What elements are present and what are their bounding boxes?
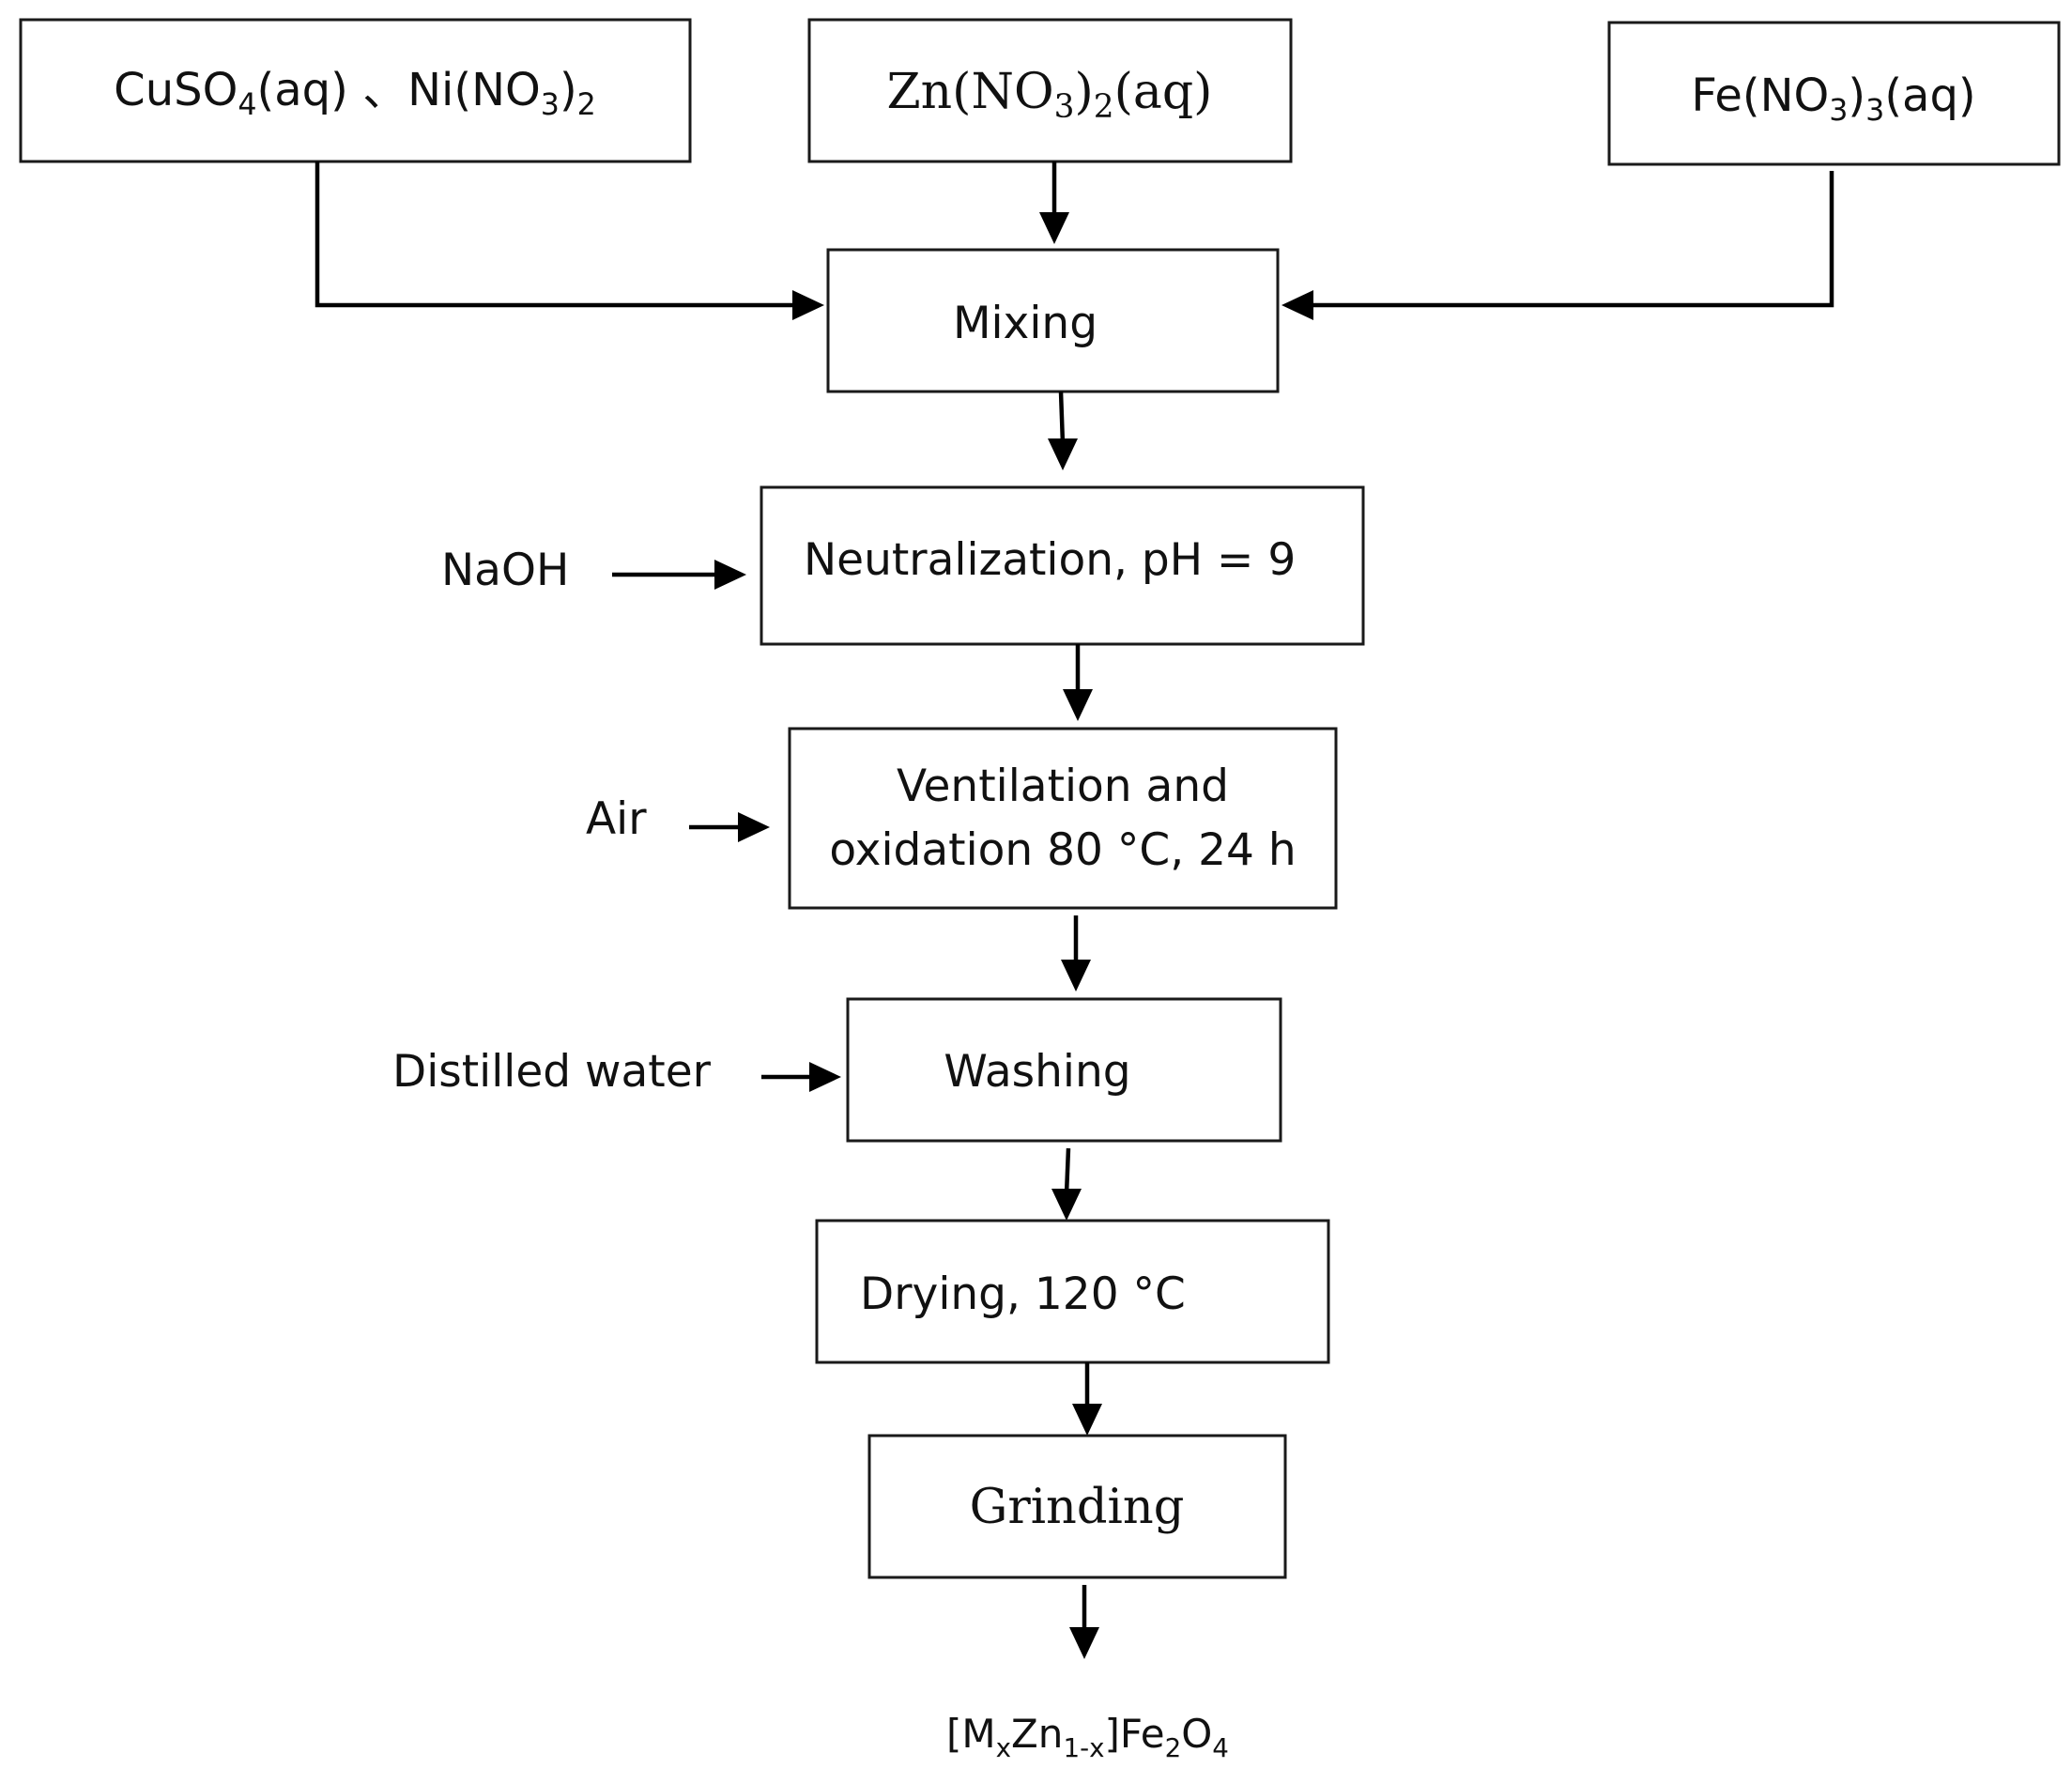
input-fe-nitrate-label: Fe(NO3)3(aq): [1691, 69, 1975, 128]
connector-neutralization-to-ventilation: [1063, 644, 1093, 721]
input-zn-nitrate-node: Zn(NO3)2(aq): [807, 18, 1293, 163]
side-input-distilled-water: Distilled water: [392, 1046, 841, 1098]
connector-zn-to-mixing: [1039, 161, 1069, 244]
step-grinding-label: Grinding: [970, 1480, 1185, 1535]
step-drying-node: Drying, 120 °C: [815, 1219, 1330, 1364]
side-input-naoh-label: NaOH: [441, 545, 569, 596]
side-input-naoh: NaOH: [441, 545, 746, 596]
step-mixing-node: Mixing: [826, 248, 1280, 393]
input-cuso4-nino3-node: CuSO4(aq) 、Ni(NO3)2: [19, 18, 692, 163]
step-washing-node: Washing: [846, 997, 1282, 1143]
connector-cuso4-to-mixing: [315, 161, 824, 320]
connector-fe-to-mixing: [1282, 171, 1834, 320]
step-grinding-node: Grinding: [867, 1434, 1287, 1579]
input-cuso4-nino3-label: CuSO4(aq) 、Ni(NO3)2: [114, 64, 596, 122]
step-washing-label: Washing: [944, 1046, 1130, 1098]
step-neutralization-label: Neutralization, pH = 9: [804, 534, 1296, 586]
product-ferrite-label: [MxZn1-x]Fe2O4: [946, 1711, 1229, 1763]
connector-drying-to-grinding: [1072, 1362, 1102, 1436]
step-ventilation-oxidation-node: Ventilation and oxidation 80 °C, 24 h: [788, 727, 1338, 910]
step-mixing-label: Mixing: [953, 298, 1097, 349]
input-zn-nitrate-label: Zn(NO3)2(aq): [887, 64, 1213, 126]
input-fe-nitrate-node: Fe(NO3)3(aq): [1607, 21, 2061, 166]
step-drying-label: Drying, 120 °C: [860, 1268, 1186, 1320]
side-input-distilled-water-label: Distilled water: [392, 1046, 712, 1098]
connector-ventilation-to-washing: [1061, 915, 1091, 992]
step-ventilation-line2-label: oxidation 80 °C, 24 h: [829, 824, 1296, 876]
connector-grinding-to-product: [1069, 1585, 1099, 1659]
side-input-air-label: Air: [586, 793, 647, 845]
step-ventilation-line1-label: Ventilation and: [897, 761, 1229, 812]
connector-washing-to-drying: [1051, 1147, 1082, 1221]
connector-mixing-to-neutralization: [1048, 391, 1078, 470]
side-input-air: Air: [586, 793, 770, 845]
step-neutralization-node: Neutralization, pH = 9: [760, 485, 1365, 646]
